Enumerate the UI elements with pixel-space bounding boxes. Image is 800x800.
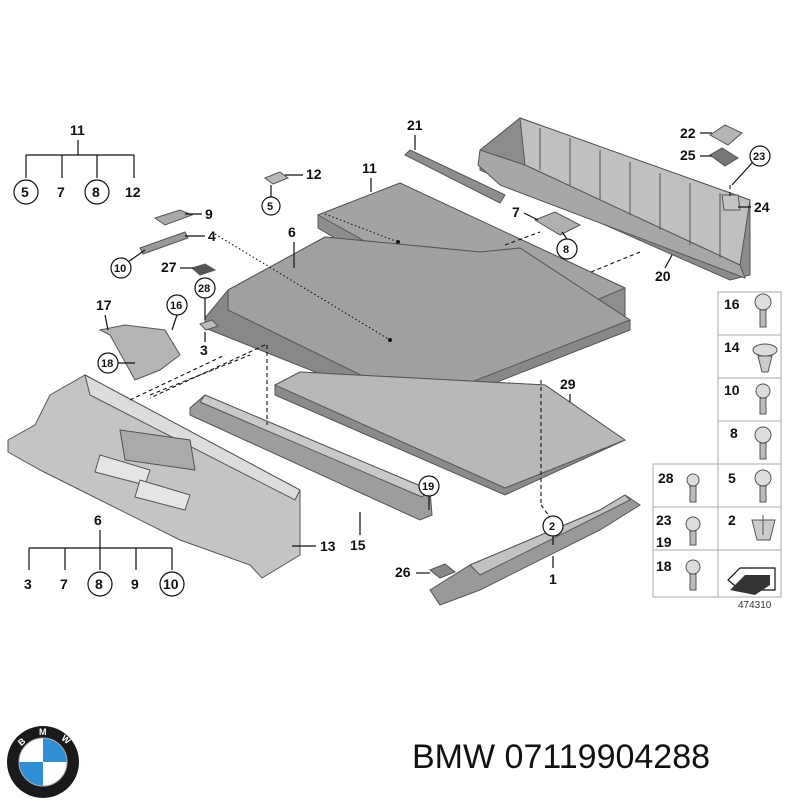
- part-22: [709, 124, 743, 146]
- callout-3: 3: [200, 342, 208, 358]
- screw-icon-16: [754, 293, 772, 328]
- legend-item-12: 12: [125, 184, 141, 200]
- rail-15: [189, 394, 433, 521]
- callout-10: 10: [114, 263, 126, 275]
- legend-item-10: 10: [163, 576, 179, 592]
- fastener-table: 16 14 10 8 28 5 23 2 19 18: [652, 291, 782, 598]
- part-4: [139, 231, 189, 255]
- rail-1: [429, 494, 641, 606]
- legend-item-7b: 7: [60, 576, 68, 592]
- floor-panel-29: [273, 371, 627, 496]
- callout-7: 7: [512, 204, 520, 220]
- legend-item-7: 7: [57, 184, 65, 200]
- part-7: [533, 211, 582, 236]
- part-9: [153, 209, 194, 226]
- callout-8: 8: [563, 244, 569, 256]
- legend-group-6: 6 3 7 8 9 10: [24, 512, 185, 597]
- screw-icon-23: [685, 516, 701, 546]
- callout-29: 29: [560, 376, 576, 392]
- bolt-icon-28: [686, 473, 700, 503]
- screw-icon-8: [754, 426, 772, 460]
- part-27: [190, 263, 217, 276]
- legend-item-9: 9: [131, 576, 139, 592]
- fastener-23-label: 23: [656, 512, 672, 528]
- legend-item-8b: 8: [95, 576, 103, 592]
- callout-20: 20: [655, 268, 671, 284]
- part-26: [429, 563, 456, 579]
- loading-edge-20: [477, 117, 751, 281]
- fastener-2-label: 2: [728, 512, 736, 528]
- side-trim-13: [7, 374, 301, 579]
- legend-header-11: 11: [70, 122, 85, 138]
- callout-19: 19: [422, 481, 434, 493]
- callout-11: 11: [362, 160, 377, 176]
- callout-9: 9: [205, 206, 213, 222]
- callout-13: 13: [320, 538, 336, 554]
- callout-21: 21: [407, 117, 423, 133]
- loading-edge-ribs: [539, 128, 721, 258]
- callout-5: 5: [267, 201, 273, 213]
- svg-text:M: M: [39, 727, 47, 737]
- fastener-18-label: 18: [656, 558, 672, 574]
- legend-item-3: 3: [24, 576, 32, 592]
- fastener-16-label: 16: [724, 296, 740, 312]
- legend-item-5: 5: [21, 184, 29, 200]
- callout-15: 15: [350, 537, 366, 553]
- callout-2: 2: [549, 521, 555, 533]
- floor-panel-6: [204, 233, 632, 414]
- part-25: [709, 147, 739, 167]
- callout-28: 28: [198, 283, 210, 295]
- fastener-14-label: 14: [724, 339, 740, 355]
- brand-part-number: BMW 07119904288: [412, 738, 710, 777]
- screw-icon-5: [754, 469, 772, 503]
- callout-4: 4: [208, 228, 216, 244]
- strip-21: [404, 149, 506, 204]
- legend-group-11: 11 5 7 8 12: [13, 122, 141, 205]
- callout-16: 16: [170, 300, 182, 312]
- callout-22: 22: [680, 125, 696, 141]
- brand-name: BMW: [412, 738, 496, 776]
- arrow-symbol-icon: [727, 567, 776, 595]
- fastener-19-label: 19: [656, 534, 672, 550]
- callout-26: 26: [395, 564, 411, 580]
- fastener-10-label: 10: [724, 382, 740, 398]
- callout-18: 18: [101, 358, 113, 370]
- part-17-bracket: [98, 324, 181, 381]
- screw-icon-10: [755, 383, 771, 415]
- small-parts: [98, 124, 743, 579]
- fastener-28-label: 28: [658, 470, 674, 486]
- callout-17: 17: [96, 297, 112, 313]
- diagram-reference: 474310: [738, 600, 772, 611]
- callout-12: 12: [306, 166, 322, 182]
- callout-24: 24: [754, 199, 770, 215]
- bmw-logo-icon: B M W: [7, 726, 79, 798]
- callouts: 11 21 12 5 9 4 6 10 27 28 3: [96, 117, 771, 587]
- nut-clip-icon-2: [751, 515, 776, 541]
- callout-23: 23: [753, 151, 765, 163]
- fastener-5-label: 5: [728, 470, 736, 486]
- legend-header-6: 6: [94, 512, 102, 528]
- callout-25: 25: [680, 147, 696, 163]
- part-3: [199, 319, 219, 331]
- callout-6: 6: [288, 224, 296, 240]
- callout-1: 1: [549, 571, 557, 587]
- part-12: [263, 171, 290, 185]
- part-24: [721, 194, 741, 211]
- clip-icon-14: [752, 343, 778, 373]
- screw-icon-18: [685, 559, 701, 591]
- fastener-8-label: 8: [730, 425, 738, 441]
- callout-27: 27: [161, 259, 177, 275]
- part-number: 07119904288: [504, 738, 711, 776]
- legend-item-8: 8: [92, 184, 100, 200]
- svg-text:B: B: [16, 736, 28, 748]
